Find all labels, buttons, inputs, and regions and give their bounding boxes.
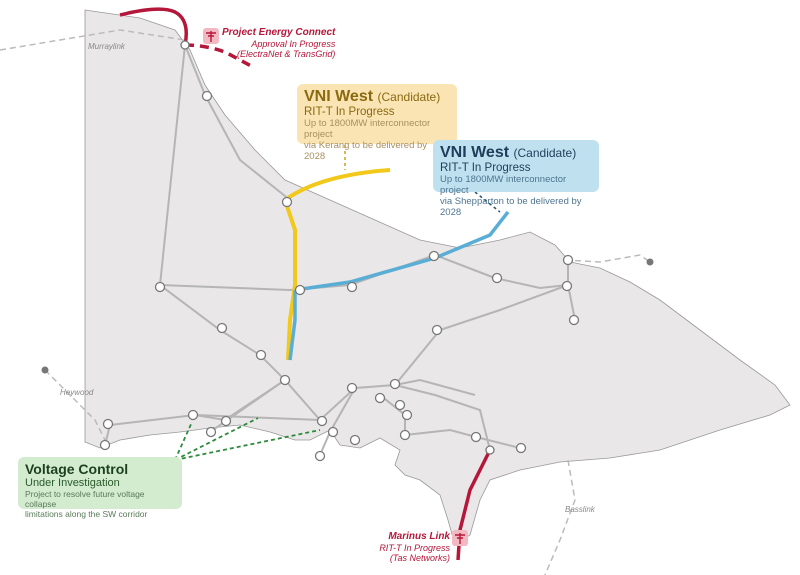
vni-west-kerang-callout: VNI West (Candidate) RIT-T In Progress U… bbox=[297, 84, 457, 162]
victoria-landmass bbox=[84, 9, 791, 546]
pec-title: Project Energy Connect bbox=[222, 27, 336, 38]
basslink-label: Basslink bbox=[565, 505, 595, 514]
voltage-desc2: limitations along the SW corridor bbox=[25, 509, 148, 519]
vni-kerang-title: VNI West bbox=[304, 88, 374, 105]
pec-label: Project Energy Connect Approval In Progr… bbox=[222, 27, 335, 60]
marinus-title: Marinus Link bbox=[388, 531, 450, 542]
vni-west-shepparton-callout: VNI West (Candidate) RIT-T In Progress U… bbox=[433, 140, 599, 218]
vni-west-kerang-route bbox=[283, 168, 391, 361]
vni-kerang-status: RIT-T In Progress bbox=[304, 106, 395, 118]
pec-tower-icon bbox=[203, 28, 219, 44]
marinus-tower-icon bbox=[452, 530, 468, 546]
murraylink-label: Murraylink bbox=[88, 42, 125, 51]
voltage-title: Voltage Control bbox=[25, 461, 129, 477]
voltage-status: Under Investigation bbox=[25, 477, 120, 489]
pec-status: Approval In Progress bbox=[251, 38, 336, 49]
marinus-label: Marinus Link RIT-T In Progress (Tas Netw… bbox=[375, 531, 450, 564]
vni-shepparton-candidate: (Candidate) bbox=[513, 146, 577, 160]
marinus-owner: (Tas Networks) bbox=[389, 553, 450, 563]
voltage-control-callout: Voltage Control Under Investigation Proj… bbox=[18, 457, 182, 519]
substation-nodes bbox=[99, 40, 580, 462]
heywood-label: Heywood bbox=[60, 388, 94, 397]
vni-shepparton-desc2: via Shepparton to be delivered by 2028 bbox=[440, 196, 582, 218]
vni-shepparton-desc1: Up to 1800MW interconnector project bbox=[440, 174, 567, 196]
vni-shepparton-title: VNI West bbox=[440, 144, 510, 161]
vni-kerang-desc2: via Kerang to be delivered by 2028 bbox=[304, 140, 428, 162]
pec-owner: (ElectraNet & TransGrid) bbox=[237, 49, 336, 59]
marinus-status: RIT-T In Progress bbox=[379, 542, 450, 553]
vni-kerang-candidate: (Candidate) bbox=[377, 90, 441, 104]
vni-kerang-desc1: Up to 1800MW interconnector project bbox=[304, 118, 431, 140]
voltage-desc1: Project to resolve future voltage collap… bbox=[25, 489, 145, 509]
voltage-control-arrows bbox=[174, 417, 321, 461]
vni-shepparton-status: RIT-T In Progress bbox=[440, 162, 531, 174]
pec-route bbox=[119, 7, 188, 46]
